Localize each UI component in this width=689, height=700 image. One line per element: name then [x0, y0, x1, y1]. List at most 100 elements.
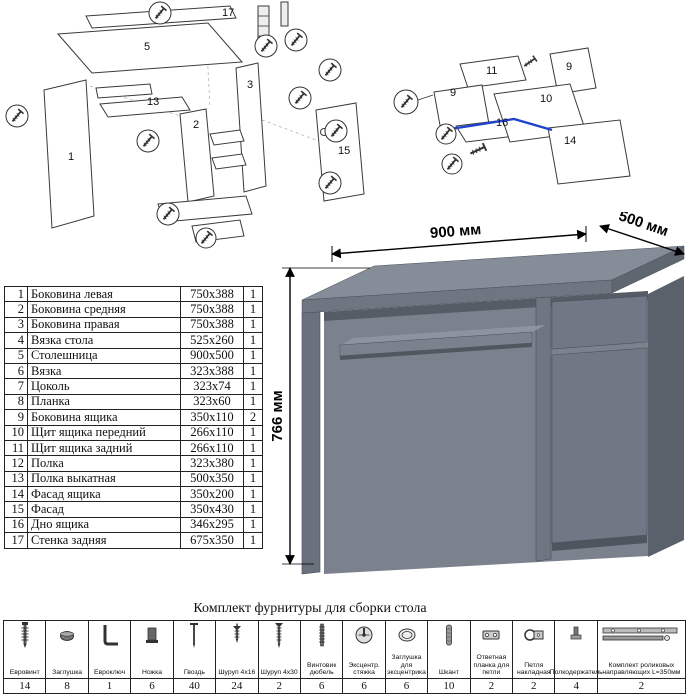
overlay-hinge-icon — [513, 621, 554, 649]
part-number: 9 — [4, 409, 28, 426]
foot-icon — [131, 621, 172, 649]
part-size: 750x388 — [180, 301, 244, 318]
euro-screw-icon — [4, 621, 45, 649]
hardware-item-qty: 10 — [428, 678, 470, 693]
part-size: 323x388 — [180, 362, 244, 380]
hardware-item-qty: 1 — [88, 678, 131, 693]
part-size: 323x74 — [180, 378, 244, 395]
nail-icon — [174, 621, 215, 649]
part-qty: 1 — [243, 470, 263, 488]
cam-cap-icon — [386, 621, 427, 649]
shelf-support-icon — [555, 621, 596, 649]
hardware-item-name: Заглушка для эксцентрика — [387, 654, 426, 677]
panel-shelf-a — [209, 129, 245, 146]
panel-left-side-1 — [43, 79, 95, 229]
part-qty: 1 — [243, 301, 263, 318]
middle-panel — [535, 296, 552, 562]
dowel-icon — [428, 621, 469, 649]
hardware-item: Ножка 6 — [131, 621, 174, 693]
part-size: 350x200 — [180, 486, 244, 503]
part-name: Фасад — [27, 501, 181, 518]
part-size: 750x388 — [180, 316, 244, 334]
screw-4x30-icon — [259, 621, 300, 649]
desk-top-right-edge — [611, 245, 685, 294]
hardware-item-name: Заглушка — [52, 669, 83, 677]
part-qty: 1 — [243, 501, 263, 518]
part-name: Щит ящика передний — [27, 424, 181, 441]
hardware-table: Евровинт 14 Заглушка 8 Евроключ 1 Ножка … — [3, 620, 686, 694]
drawer-back-11 — [459, 55, 527, 89]
hardware-item-qty: 2 — [597, 678, 685, 693]
hinge-plate-icon — [471, 621, 512, 649]
part-size: 525x260 — [180, 332, 244, 349]
part-name: Столешница — [27, 347, 181, 364]
drawer-front-panel — [551, 295, 648, 350]
part-name: Вязка стола — [27, 332, 181, 349]
part-qty: 2 — [243, 409, 263, 426]
part-label-2: 2 — [193, 119, 199, 131]
dimension-width-label: 900 мм — [429, 221, 482, 242]
hardware-item: Заглушка для эксцентрика 6 — [385, 621, 429, 693]
part-name: Цоколь — [27, 378, 181, 395]
hardware-item: Петля накладная 2 — [513, 621, 556, 693]
part-number: 8 — [4, 393, 28, 411]
part-label-15: 15 — [338, 145, 350, 157]
groove-highlight-line — [443, 117, 553, 132]
part-name: Полка — [27, 455, 181, 472]
part-size: 350x430 — [180, 501, 244, 518]
left-side-panel — [301, 311, 321, 575]
part-number: 11 — [4, 439, 28, 457]
right-side-panel — [648, 276, 684, 557]
part-size: 323x380 — [180, 455, 244, 472]
door-panel — [551, 347, 648, 544]
under-top-shadow — [324, 291, 648, 321]
drawer-slides-icon — [598, 621, 685, 649]
hardware-item-qty: 24 — [216, 678, 258, 693]
part-number: 5 — [4, 347, 28, 364]
part-qty: 1 — [243, 516, 263, 534]
part-name: Боковина правая — [27, 316, 181, 334]
hardware-item-qty: 40 — [173, 678, 216, 693]
hardware-item-name: Шкант — [438, 669, 459, 677]
dimension-height-label: 766 мм — [270, 390, 286, 441]
hardware-item: Евроключ 1 — [88, 621, 132, 693]
part-label-13: 13 — [147, 96, 159, 108]
part-number: 4 — [4, 332, 28, 349]
part-size: 900x500 — [180, 347, 244, 364]
hardware-item: Евровинт 14 — [4, 621, 47, 693]
part-qty: 1 — [243, 285, 263, 303]
hardware-item-qty: 6 — [131, 678, 173, 693]
cam-lock-icon — [343, 621, 384, 649]
hardware-kit-title: Комплект фурнитуры для сборки стола — [193, 601, 427, 616]
part-label-1: 1 — [68, 151, 74, 163]
part-label-17: 17 — [222, 7, 234, 19]
hardware-item-name: Ответная планка для петли — [473, 654, 510, 677]
part-label-10: 10 — [540, 93, 552, 105]
hardware-item-name: Евроключ — [93, 669, 126, 677]
hardware-item-qty: 2 — [513, 678, 555, 693]
part-size: 266x110 — [180, 424, 244, 441]
hardware-item-name: Полкодержатель — [549, 669, 603, 677]
drawer-front-14 — [547, 119, 631, 185]
hardware-item: Гвоздь 40 — [173, 621, 217, 693]
part-number: 14 — [4, 486, 28, 503]
hardware-item: Шкант 10 — [428, 621, 471, 693]
hardware-item: Полкодержатель 4 — [549, 621, 603, 693]
part-size: 346x295 — [180, 516, 244, 534]
part-number: 7 — [4, 378, 28, 395]
part-name: Боковина левая — [27, 285, 181, 303]
hardware-item-name: Винтовик дюбель — [307, 661, 337, 677]
panel-shelf-b — [211, 153, 247, 170]
